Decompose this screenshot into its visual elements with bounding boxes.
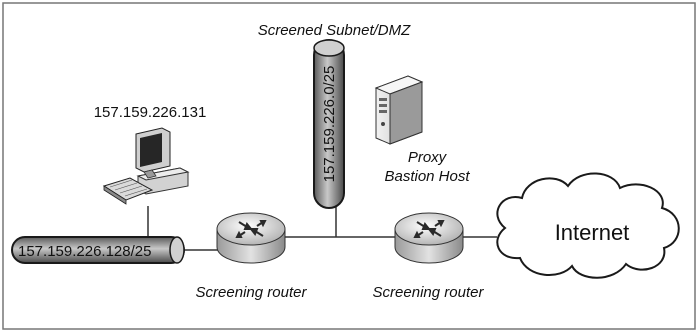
inner-router-label: Screening router: [196, 284, 308, 301]
desktop-computer-icon: [102, 127, 190, 205]
diagram-frame: [2, 2, 696, 330]
diagram-title: Screened Subnet/DMZ: [258, 22, 411, 39]
internal-subnet-label: 157.159.226.128/25: [18, 243, 151, 260]
bastion-host-label: Bastion Host: [384, 168, 470, 185]
cloud-icon: [496, 172, 680, 279]
dmz-subnet-cable: [313, 39, 345, 209]
dmz-subnet-label: 157.159.226.0/25: [321, 66, 338, 183]
internal-subnet-cable: [11, 236, 185, 264]
proxy-label: Proxy: [408, 149, 448, 166]
internet-label: Internet: [555, 220, 630, 245]
router-icon: [216, 212, 286, 264]
router-icon: [394, 212, 464, 264]
workstation-ip-label: 157.159.226.131: [94, 104, 207, 121]
server-tower-icon: [374, 75, 424, 145]
outer-router-label: Screening router: [373, 284, 485, 301]
